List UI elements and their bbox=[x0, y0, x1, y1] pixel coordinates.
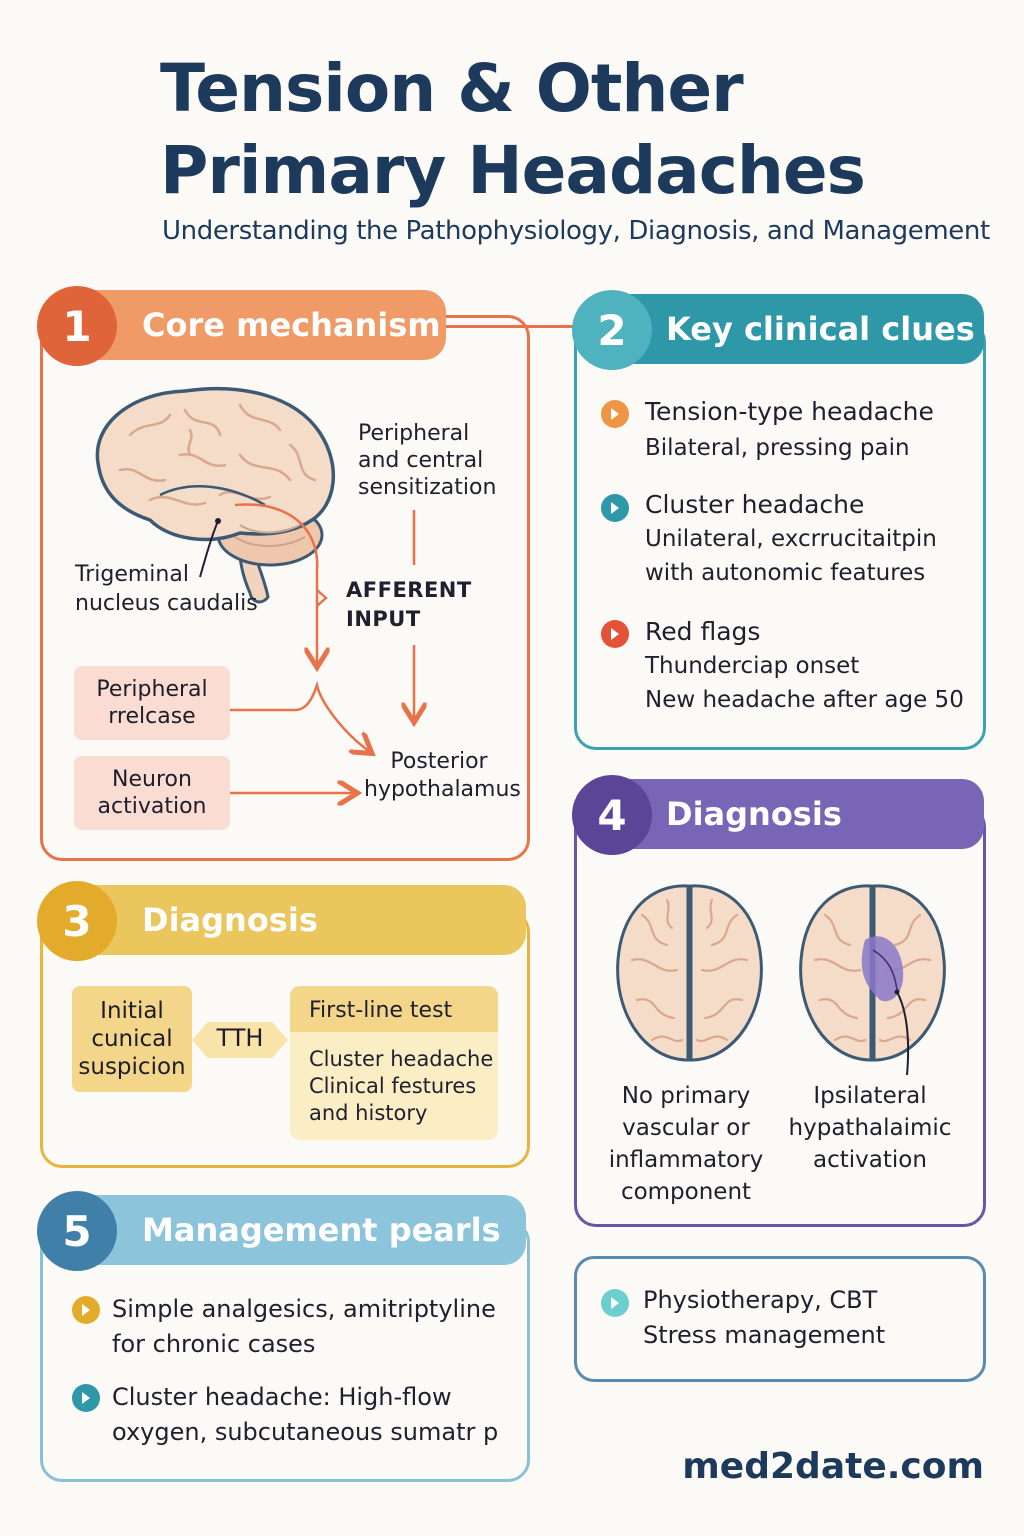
clue-cluster: Cluster headache Unilateral, excrrucitai… bbox=[645, 490, 937, 586]
trigeminal-pointer bbox=[199, 518, 221, 578]
clue-tension: Tension-type headache Bilateral, pressin… bbox=[645, 397, 934, 461]
tth-tag: TTH bbox=[216, 1024, 264, 1052]
neuron-activation-box: Neuron activation bbox=[74, 756, 230, 830]
first-line-test-title: First-line test bbox=[309, 998, 453, 1023]
site-footer-link[interactable]: med2date.com bbox=[682, 1446, 984, 1487]
title-line-1: Tension & Other bbox=[160, 50, 744, 127]
physiotherapy-note bbox=[574, 1256, 986, 1382]
red-flag-bullet-icon bbox=[601, 620, 629, 648]
posterior-hypothalamus-label: Posterior hypothalamus bbox=[364, 749, 521, 802]
section-2-header: Key clinical clues bbox=[612, 294, 984, 364]
first-line-test-content: Cluster headache Clinical festures and h… bbox=[309, 1047, 494, 1125]
initial-suspicion-box: Initial cunical suspicion bbox=[72, 986, 192, 1092]
trigeminal-label: Trigeminal nucleus caudalis bbox=[75, 562, 258, 616]
page-subtitle: Understanding the Pathophysiology, Diagn… bbox=[162, 216, 990, 246]
mechanism-arrows bbox=[230, 503, 460, 810]
section-4-header: Diagnosis bbox=[612, 779, 984, 849]
section-5-title: Management pearls bbox=[142, 1211, 501, 1249]
section-4-number: 4 bbox=[572, 775, 652, 855]
section-1-title: Core mechanism bbox=[142, 306, 441, 344]
section-3-title: Diagnosis bbox=[142, 901, 318, 939]
analgesics-bullet-icon bbox=[72, 1296, 100, 1324]
pearl-analgesics: Simple analgesics, amitriptyline for chr… bbox=[112, 1295, 496, 1358]
first-line-test-header bbox=[290, 986, 498, 1032]
ipsilateral-caption: Ipsilateral hypathalaimic activation bbox=[788, 1083, 952, 1173]
oxygen-bullet-icon bbox=[72, 1384, 100, 1412]
title-line-2: Primary Headaches bbox=[160, 132, 866, 209]
peripheral-release-box: Peripheral rrelcase bbox=[74, 666, 230, 740]
section-1-number: 1 bbox=[37, 286, 117, 366]
pearl-oxygen: Cluster headache: High-flow oxygen, subc… bbox=[112, 1383, 499, 1446]
clue-red-flags: Red flags Thunderciap onset New headache… bbox=[645, 617, 964, 713]
brain-top-view-activation bbox=[799, 884, 946, 1076]
physiotherapy-bullet-icon bbox=[601, 1289, 629, 1317]
brain-top-view-normal bbox=[616, 884, 763, 1062]
tth-tag-shape bbox=[192, 1022, 288, 1058]
afferent-input-label: AFFERENT INPUT bbox=[346, 578, 472, 631]
section-3-number: 3 bbox=[37, 881, 117, 961]
section-1-header: Core mechanism bbox=[78, 290, 446, 360]
sensitization-label: Peripheral and central sensitization bbox=[358, 421, 497, 500]
section-2-number: 2 bbox=[572, 290, 652, 370]
section-2-title: Key clinical clues bbox=[666, 310, 975, 348]
physiotherapy-text: Physiotherapy, CBT Stress management bbox=[643, 1286, 886, 1349]
no-primary-caption: No primary vascular or inflammatory comp… bbox=[608, 1083, 764, 1205]
section-3-header: Diagnosis bbox=[78, 885, 526, 955]
section-5-header: Management pearls bbox=[78, 1195, 526, 1265]
cluster-bullet-icon bbox=[601, 494, 629, 522]
section-4-title: Diagnosis bbox=[666, 795, 842, 833]
page-title: Tension & Other Primary Headaches bbox=[160, 48, 1000, 212]
section-5-number: 5 bbox=[37, 1191, 117, 1271]
tension-bullet-icon bbox=[601, 400, 629, 428]
